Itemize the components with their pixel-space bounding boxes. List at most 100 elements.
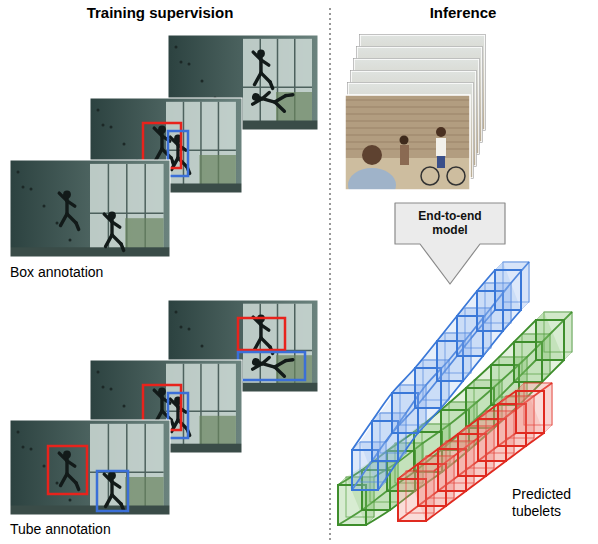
person-shoulders bbox=[348, 168, 396, 190]
limb bbox=[106, 235, 113, 247]
limb bbox=[261, 325, 269, 330]
window bbox=[166, 364, 236, 448]
model-label: End-to-end model bbox=[408, 209, 492, 238]
person-figure bbox=[253, 50, 273, 89]
limb bbox=[286, 93, 293, 97]
limb bbox=[112, 235, 121, 244]
head bbox=[108, 212, 116, 220]
limb bbox=[112, 482, 120, 487]
column-heading: Inference bbox=[430, 4, 497, 22]
climbing-hold bbox=[43, 205, 46, 208]
floor bbox=[10, 247, 170, 257]
limb bbox=[262, 91, 269, 100]
climbing-hold bbox=[69, 499, 72, 502]
climbing-hold bbox=[188, 328, 191, 331]
plant bbox=[276, 355, 312, 386]
group-label: Tube annotation bbox=[10, 521, 111, 538]
head bbox=[63, 191, 71, 199]
climbing-hold bbox=[56, 482, 59, 485]
frame-border bbox=[345, 95, 470, 190]
window bbox=[166, 102, 236, 188]
plant bbox=[125, 477, 163, 509]
limb bbox=[67, 214, 76, 223]
limb bbox=[156, 149, 163, 161]
limb bbox=[112, 222, 120, 227]
limb bbox=[270, 82, 273, 89]
limb bbox=[261, 60, 269, 65]
tube-volume bbox=[360, 262, 521, 490]
child-head bbox=[400, 136, 409, 145]
blue-tubelet bbox=[352, 262, 529, 490]
climbing-hold bbox=[102, 386, 105, 389]
limb bbox=[275, 93, 286, 104]
window bbox=[90, 164, 164, 251]
child-body bbox=[436, 138, 446, 156]
head bbox=[158, 126, 166, 134]
climbing-hold bbox=[180, 61, 183, 64]
person-figure bbox=[250, 85, 293, 114]
tube-box-side bbox=[536, 312, 572, 360]
limb bbox=[67, 201, 75, 206]
climbing-hold bbox=[30, 448, 33, 451]
tube-box-side bbox=[516, 383, 552, 433]
person-figure bbox=[59, 451, 78, 490]
wheel bbox=[421, 167, 439, 185]
climbing-hold bbox=[30, 188, 33, 191]
limb bbox=[261, 73, 270, 82]
red-annotation-box bbox=[48, 446, 87, 494]
frame-background bbox=[10, 420, 170, 515]
head bbox=[251, 92, 261, 102]
climbing-hold bbox=[201, 345, 204, 348]
plant bbox=[199, 155, 235, 187]
limb bbox=[106, 495, 113, 507]
climbing-hold bbox=[43, 465, 46, 468]
brick-line bbox=[345, 114, 470, 115]
climbing-hold bbox=[102, 124, 105, 127]
video-frame bbox=[10, 420, 170, 515]
limb bbox=[275, 358, 286, 369]
tube-edge bbox=[338, 360, 536, 525]
red-annotation-box bbox=[238, 318, 285, 350]
floor bbox=[10, 506, 170, 516]
head bbox=[158, 388, 166, 396]
climbing-hold bbox=[110, 388, 113, 391]
head bbox=[251, 357, 261, 367]
person-figure bbox=[104, 212, 124, 251]
window-bar bbox=[183, 102, 185, 188]
window-bar bbox=[108, 424, 110, 510]
window bbox=[243, 39, 312, 125]
limb bbox=[121, 504, 124, 511]
window-bar bbox=[90, 213, 164, 215]
limb bbox=[76, 483, 79, 490]
limb bbox=[162, 411, 171, 420]
climbing-hold bbox=[69, 239, 72, 242]
wheel bbox=[447, 167, 465, 185]
limb bbox=[178, 158, 187, 167]
head bbox=[108, 472, 116, 480]
frame-background bbox=[10, 160, 170, 257]
limb bbox=[112, 495, 121, 504]
child-legs bbox=[437, 156, 445, 168]
model-block-arrow: End-to-end model bbox=[395, 203, 505, 284]
limb bbox=[76, 223, 79, 230]
frame-border bbox=[10, 420, 170, 515]
limb bbox=[255, 338, 262, 350]
person-figure bbox=[104, 472, 124, 511]
brick-line bbox=[345, 100, 470, 101]
climbing-hold bbox=[56, 222, 59, 225]
block-arrow-outline bbox=[395, 203, 505, 284]
person-figure bbox=[253, 315, 273, 354]
climbing-hold bbox=[175, 46, 178, 49]
limb bbox=[61, 474, 68, 486]
tube-box bbox=[536, 320, 564, 360]
blue-annotation-box bbox=[97, 471, 128, 511]
tube-box-side bbox=[495, 262, 529, 310]
climbing-hold bbox=[123, 143, 126, 146]
person-figure bbox=[59, 191, 78, 230]
plant bbox=[125, 218, 163, 251]
head bbox=[257, 50, 265, 58]
output-label: Predicted tubelets bbox=[512, 486, 592, 520]
climbing-hold bbox=[22, 186, 25, 189]
plant bbox=[199, 416, 235, 448]
frame-border bbox=[10, 160, 170, 257]
